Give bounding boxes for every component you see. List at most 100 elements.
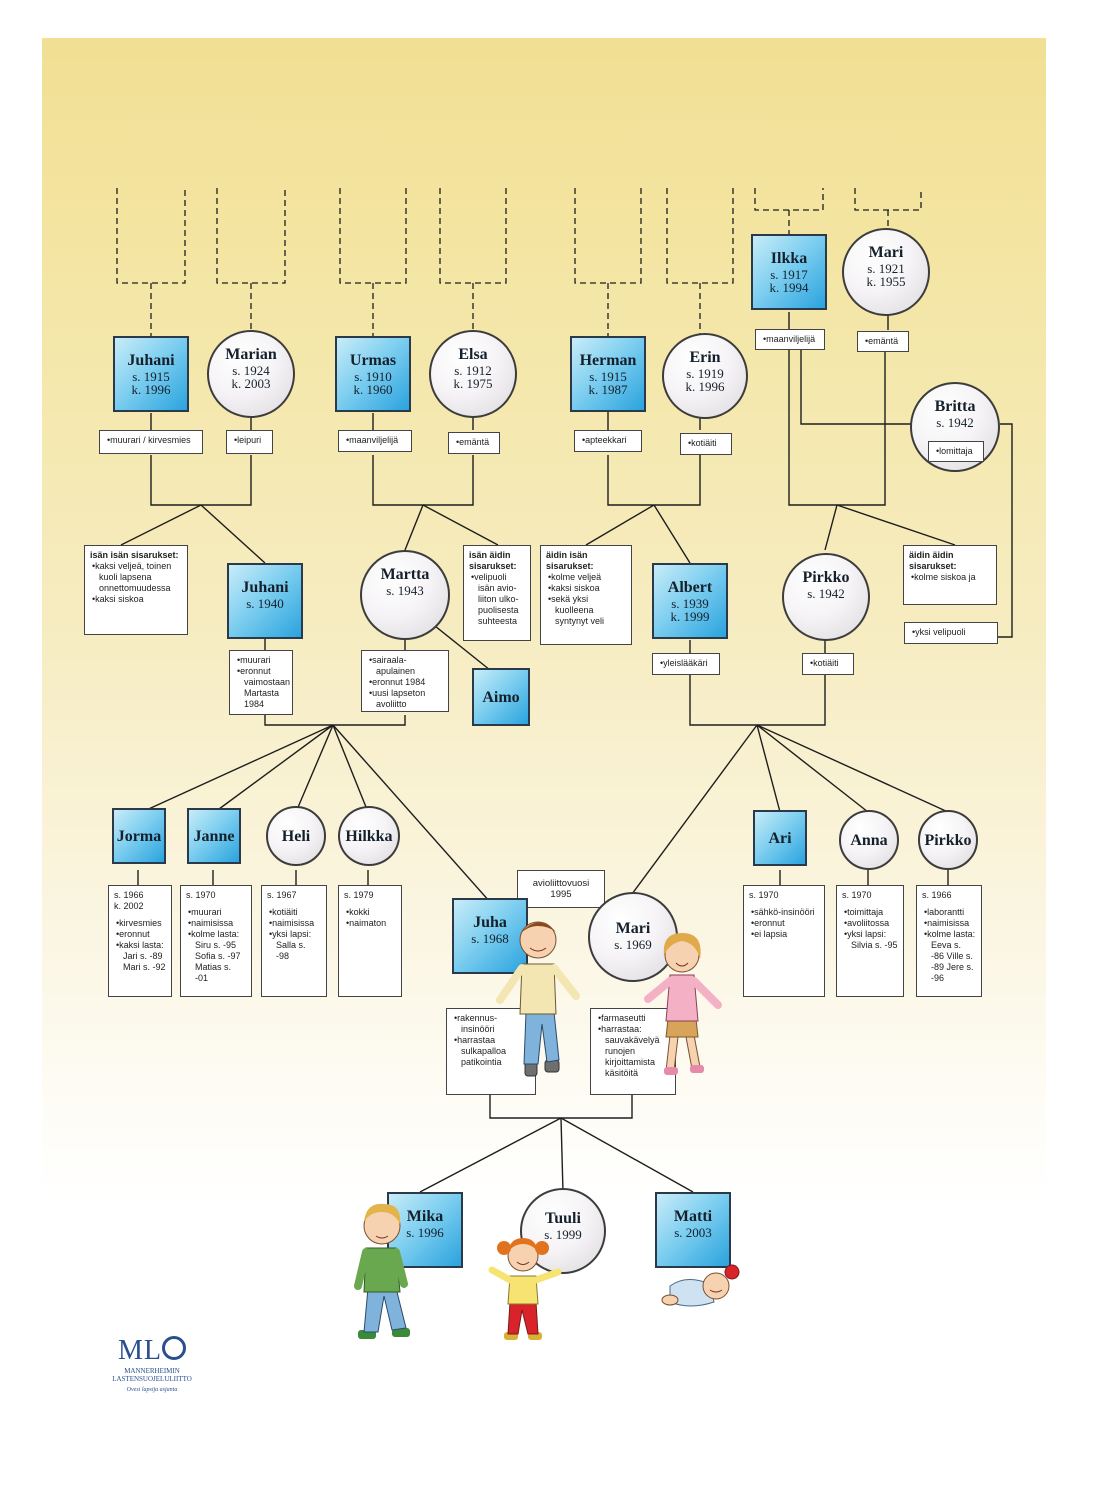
note-item: uusi lapseton avoliitto [367,688,443,710]
detail-date: k. 2002 [114,901,144,911]
note-item: harrastaa sulkapalloa patikointia [452,1035,530,1068]
birth-year: s. 1910 [354,369,392,384]
detail-date: s. 1979 [344,890,374,900]
birth-year: s. 1942 [936,415,974,430]
note-item: kotiäiti [808,658,848,669]
death-year: k. 1996 [685,379,725,394]
detail-item: kirvesmies [114,918,166,929]
birth-year: s. 1942 [807,586,845,601]
box-title: äidin äidin sisarukset: [909,550,957,571]
note-item: eronnut 1984 [367,677,443,688]
note-item: maanviljelijä [344,435,406,446]
person-tuuli[interactable]: Tuuli s. 1999 [520,1188,606,1274]
person-janne[interactable]: Janne [187,808,241,864]
person-name: Heli [281,828,311,845]
birth-year: s. 1996 [406,1225,444,1240]
death-year: k. 1999 [670,609,710,624]
note-item: apteekkari [580,435,636,446]
box-item: yksi velipuoli [910,627,992,638]
sibling-detail-heli: s. 1967 kotiäiti naimisissa yksi lapsi: … [261,885,327,997]
person-ilkka[interactable]: Ilkka s. 1917 k. 1994 [751,234,827,310]
person-heli[interactable]: Heli [266,806,326,866]
logo-circle-icon [162,1336,186,1360]
person-martta[interactable]: Martta s. 1943 [360,550,450,640]
birth-year: s. 1917 [770,267,808,282]
detail-item: ei lapsia [749,929,819,940]
person-pirkko-1942[interactable]: Pirkko s. 1942 [782,553,870,641]
note-item: harrastaa: sauvakävelyä runojen kirjoitt… [596,1024,670,1079]
box-item: kaksi siskoa [546,583,626,594]
person-ari[interactable]: Ari [753,810,807,866]
person-erin[interactable]: Erin s. 1919 k. 1996 [662,333,748,419]
occupation-note: maanviljelijä [338,430,412,452]
birth-year: s. 1969 [614,937,652,952]
birth-year: s. 1968 [471,931,509,946]
person-name: Anna [850,832,888,849]
mll-logo: ML MANNERHEIMIN LASTENSUOJELULIITTO Oves… [92,1335,212,1393]
logo-org-line2: LASTENSUOJELULIITTO [112,1375,192,1383]
person-juha[interactable]: Juha s. 1968 [452,898,528,974]
person-name: Aimo [482,689,520,706]
detail-date: s. 1966 [114,890,144,900]
detail-item: naimaton [344,918,396,929]
birth-year: s. 1939 [671,596,709,611]
person-albert[interactable]: Albert s. 1939 k. 1999 [652,563,728,639]
person-juhani-1915[interactable]: Juhani s. 1915 k. 1996 [113,336,189,412]
person-hilkka[interactable]: Hilkka [338,806,400,866]
person-name: Juhani [241,579,289,596]
person-name: Martta [380,566,430,583]
note-mari: farmaseutti harrastaa: sauvakävelyä runo… [590,1008,676,1095]
person-name: Ilkka [770,250,808,267]
note-item: sairaala-apulainen [367,655,443,677]
person-herman[interactable]: Herman s. 1915 k. 1987 [570,336,646,412]
detail-item: sähkö-insinööri [749,907,819,918]
person-name: Juhani [127,352,175,369]
sibling-box-isan-isan: isän isän sisarukset: kaksi veljeä, toin… [84,545,188,635]
birth-year: s. 1940 [246,596,284,611]
occupation-note: apteekkari [574,430,642,452]
note-item: muurari [235,655,287,666]
person-name: Janne [193,828,235,845]
person-mari-1921[interactable]: Mari s. 1921 k. 1955 [842,228,930,316]
occupation-note: maanviljelijä [755,329,825,350]
occupation-note: emäntä [448,432,500,454]
person-name: Pirkko [924,832,972,849]
girl-illustration-tuuli [488,1238,562,1340]
detail-item: naimisissa [922,918,976,929]
person-aimo[interactable]: Aimo [472,668,530,726]
box-item: kaksi veljeä, toinen kuoli lapsena onnet… [90,561,182,594]
person-pirkko-1966[interactable]: Pirkko [918,810,978,870]
occupation-note: kotiäiti [680,433,732,455]
parent-note-martta: sairaala-apulainen eronnut 1984 uusi lap… [361,650,449,712]
detail-item: naimisissa [186,918,246,929]
sibling-detail-ari: s. 1970 sähkö-insinööri eronnut ei lapsi… [743,885,825,997]
detail-item: naimisissa [267,918,321,929]
birth-year: s. 1999 [544,1227,582,1242]
box-title: äidin isän sisarukset: [546,550,594,571]
person-elsa[interactable]: Elsa s. 1912 k. 1975 [429,330,517,418]
person-anna[interactable]: Anna [839,810,899,870]
death-year: k. 1960 [353,382,393,397]
parent-note-pirkko: kotiäiti [802,653,854,675]
box-title: isän äidin sisarukset: [469,550,517,571]
sibling-box-aidin-aidin: äidin äidin sisarukset: kolme siskoa ja [903,545,997,605]
person-urmas[interactable]: Urmas s. 1910 k. 1960 [335,336,411,412]
baby-illustration-matti [661,1264,740,1307]
person-jorma[interactable]: Jorma [112,808,166,864]
box-item: sekä yksi kuolleena syntynyt veli [546,594,626,627]
note-item: eronnut vaimostaan Martasta 1984 [235,666,290,710]
logo-org-line1: MANNERHEIMIN [124,1367,180,1375]
sibling-detail-jorma: s. 1966 k. 2002 kirvesmies eronnut kaksi… [108,885,172,997]
detail-item: kaksi lasta: Jari s. -89 Mari s. -92 [114,940,166,973]
note-item: kotiäiti [686,438,726,449]
sibling-box-velipuoli: yksi velipuoli [904,622,998,644]
death-year: k. 1996 [131,382,171,397]
birth-year: s. 1915 [132,369,170,384]
person-marian[interactable]: Marian s. 1924 k. 2003 [207,330,295,418]
birth-year: s. 1924 [232,363,270,378]
person-juhani-1940[interactable]: Juhani s. 1940 [227,563,303,639]
person-matti[interactable]: Matti s. 2003 [655,1192,731,1268]
person-name: Mari [868,244,904,261]
death-year: k. 1987 [588,382,628,397]
